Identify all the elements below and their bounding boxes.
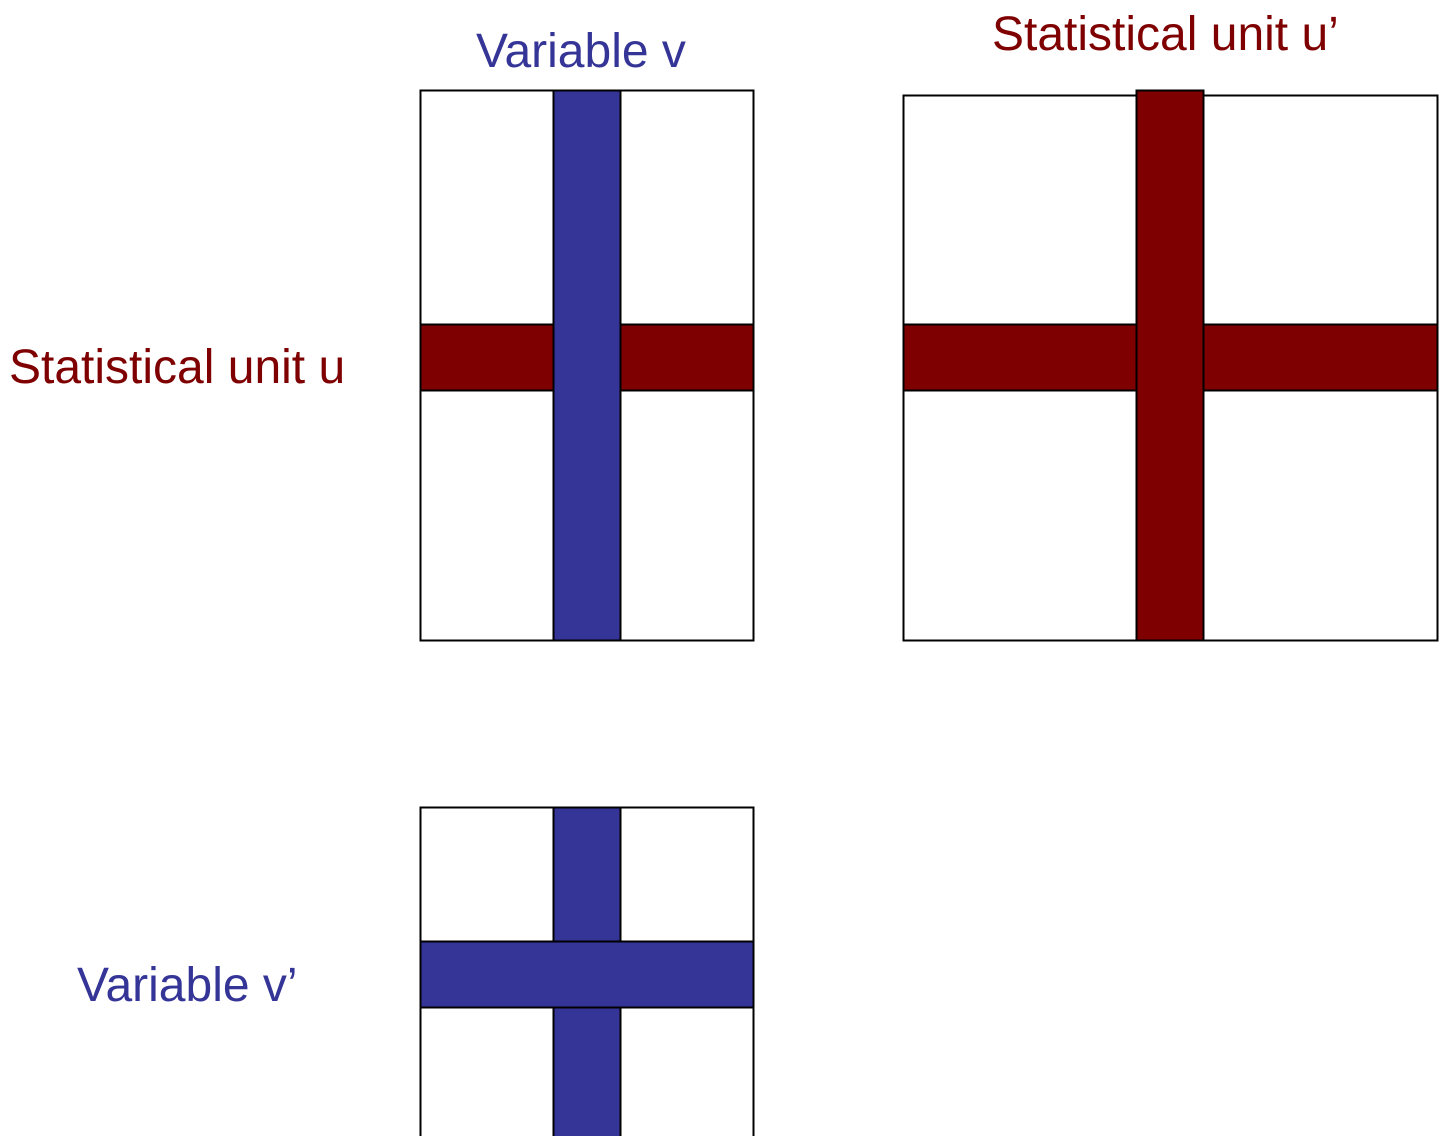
statistical-unit-u-label: Statistical unit u [9, 341, 346, 394]
variable-v-label: Variable v [476, 25, 686, 78]
matrix-v-prime-v [419, 806, 755, 1136]
matrix-u-u-prime [902, 89, 1439, 642]
variable-v-prime-label: Variable v’ [77, 959, 298, 1012]
matrix-u-v-variable-column [552, 89, 622, 642]
statistical-unit-u-prime-label: Statistical unit u’ [992, 8, 1339, 61]
matrix-v-prime-v-variable-row [419, 940, 755, 1009]
matrix-u-v [419, 89, 755, 642]
matrix-u-u-prime-unit-column [1135, 89, 1205, 642]
